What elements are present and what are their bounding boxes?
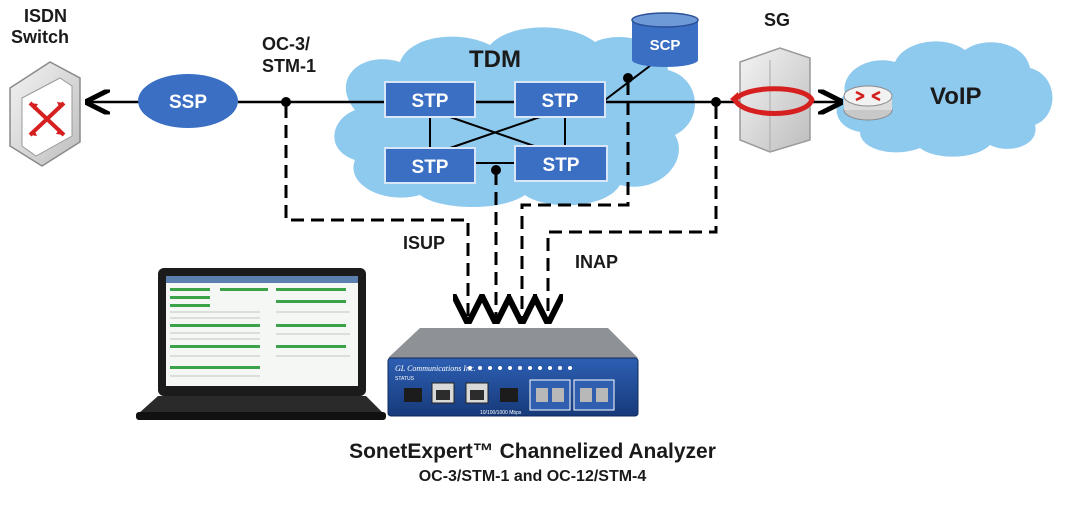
- stp-node-top-left: STP: [384, 81, 476, 118]
- stp-node-bottom-left: STP: [384, 147, 476, 184]
- svg-text:STP: STP: [542, 91, 579, 112]
- tdm-label: TDM: [469, 46, 521, 73]
- svg-text:STATUS: STATUS: [395, 376, 415, 382]
- svg-text:SCP: SCP: [650, 37, 681, 54]
- isdn-switch-icon: [9, 61, 81, 167]
- svg-text:GL Communications Inc.: GL Communications Inc.: [395, 364, 476, 373]
- voip-label: VoIP: [930, 83, 982, 110]
- isdn-switch-label-line2: Switch: [11, 27, 70, 47]
- monitoring-dashed-links: [284, 82, 718, 318]
- svg-text:10/100/1000 Mbps: 10/100/1000 Mbps: [480, 410, 522, 416]
- caption-title: SonetExpert™ Channelized Analyzer: [349, 440, 716, 463]
- voip-router-icon: [843, 85, 893, 121]
- tap-point-sg: [711, 97, 721, 107]
- tap-point-ssp: [281, 97, 291, 107]
- analyzer-hardware-appliance-icon: GL Communications Inc. STATUS 10/100/100…: [387, 328, 639, 417]
- sg-label: SG: [764, 10, 791, 30]
- laptop-icon: [136, 268, 386, 420]
- isup-label: ISUP: [403, 233, 446, 253]
- stp-node-bottom-right: STP: [514, 145, 608, 182]
- tap-point-stp: [491, 165, 501, 175]
- caption-subtitle: OC-3/STM-1 and OC-12/STM-4: [418, 468, 647, 485]
- svg-text:STP: STP: [543, 155, 580, 176]
- svg-text:STP: STP: [412, 91, 449, 112]
- svg-text:SSP: SSP: [169, 92, 207, 113]
- isdn-switch-label-line1: ISDN: [24, 6, 68, 26]
- oc3-label-line2: STM-1: [262, 56, 316, 76]
- stp-node-top-right: STP: [514, 81, 606, 118]
- ssp-node: SSP: [138, 74, 238, 128]
- scp-database-icon: SCP: [631, 12, 699, 67]
- oc3-label-line1: OC-3/: [262, 34, 311, 54]
- sg-gateway-server-icon: [730, 47, 815, 153]
- tap-point-scp: [623, 73, 633, 83]
- voip-cloud: [836, 41, 1053, 157]
- svg-text:STP: STP: [412, 157, 449, 178]
- inap-label: INAP: [575, 252, 619, 272]
